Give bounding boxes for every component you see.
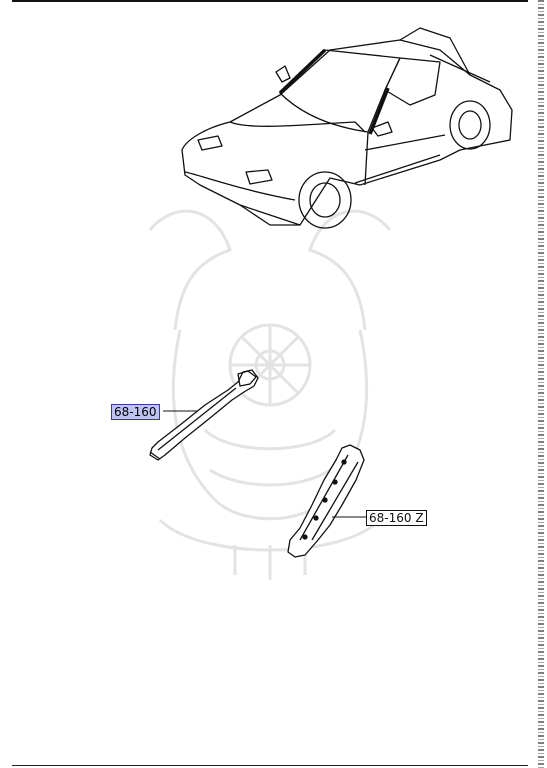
page-edge — [538, 0, 544, 768]
part-68-160-drawing — [149, 369, 259, 461]
top-rule — [12, 0, 528, 2]
car-illustration — [181, 27, 513, 229]
part-callout-68-160[interactable]: 68-160 — [111, 404, 160, 420]
watermark-emblem — [148, 209, 392, 580]
part-68-160-z-drawing — [287, 444, 365, 558]
bottom-rule — [12, 765, 528, 766]
part-callout-68-160-z[interactable]: 68-160 Z — [366, 510, 427, 526]
